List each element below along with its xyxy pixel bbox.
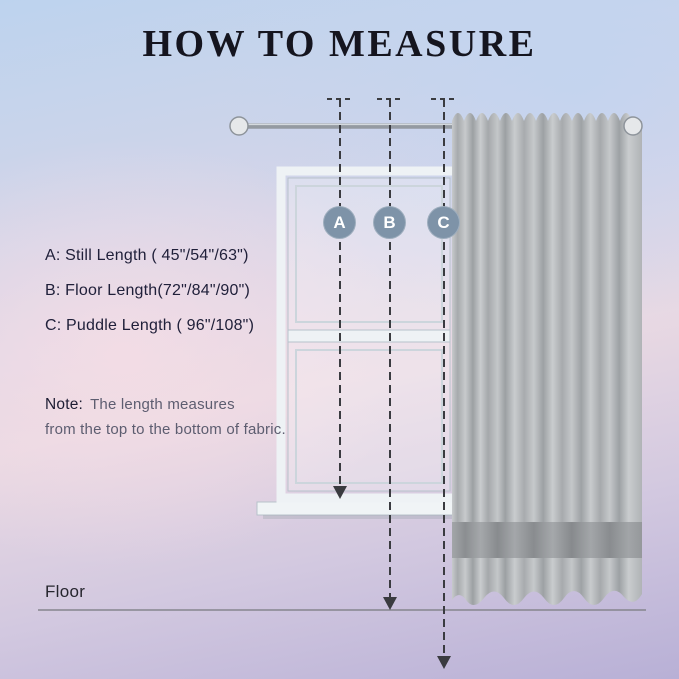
measure-marker-a: A (323, 206, 356, 239)
rod-finial-left (229, 116, 249, 136)
page-title: HOW TO MEASURE (142, 23, 537, 65)
note: Note: The length measures from the top to… (45, 392, 286, 442)
measurement-label-c: C: Puddle Length ( 96"/108") (45, 317, 255, 334)
window (256, 166, 471, 519)
floor-label: Floor (45, 582, 86, 601)
measurement-label-b: B: Floor Length(72"/84"/90") (45, 282, 250, 299)
measurement-legend: A: Still Length ( 45"/54"/63") B: Floor … (45, 246, 254, 351)
note-label: Note: (45, 396, 84, 413)
measure-marker-c: C (427, 206, 460, 239)
measurement-label-a: A: Still Length ( 45"/54"/63") (45, 247, 249, 264)
measure-marker-b: B (373, 206, 406, 239)
window-sill (256, 501, 471, 516)
note-text-line1: The length measures (90, 396, 235, 413)
window-sash-lower (295, 349, 443, 484)
measure-arrowheads (333, 486, 451, 669)
curtain (452, 113, 642, 606)
window-middle-rail (287, 329, 451, 343)
arrowhead-a (333, 486, 347, 499)
curtain-hem-band (452, 522, 642, 558)
curtain-rod-pocket (452, 113, 642, 156)
arrowhead-b (383, 597, 397, 610)
arrowhead-c (437, 656, 451, 669)
note-text-line2: from the top to the bottom of fabric. (45, 421, 286, 438)
rod-finial-right (623, 116, 643, 136)
curtain-panel (452, 148, 642, 606)
measure-lines (327, 98, 455, 657)
window-sash-upper (295, 185, 443, 323)
